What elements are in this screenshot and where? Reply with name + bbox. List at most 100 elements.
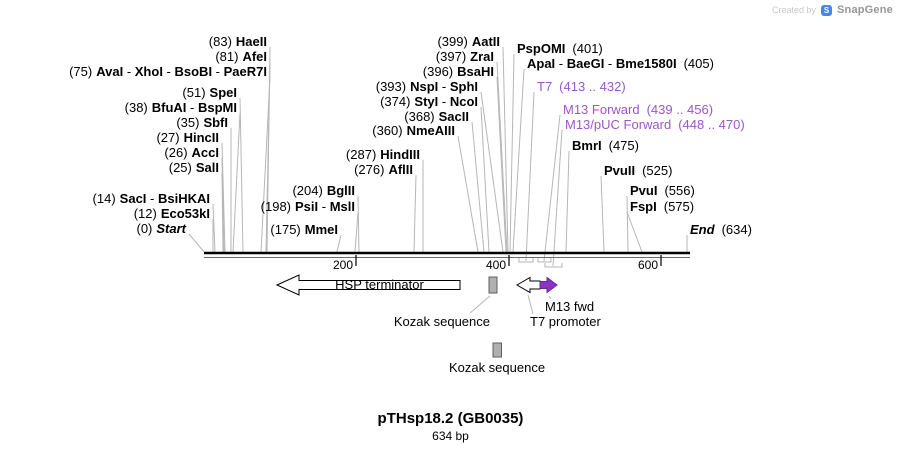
primer-name: M13/pUC Forward — [565, 117, 672, 132]
enzyme-label-aatii: (399)AatII — [437, 35, 500, 49]
t7-promoter-label: T7 promoter — [530, 314, 601, 329]
enzyme-position: (175) — [270, 222, 301, 237]
connector-lines — [188, 46, 688, 315]
enzyme-position: (287) — [345, 147, 377, 162]
plasmid-title: pTHsp18.2 (GB0035) — [377, 410, 524, 427]
enzyme-names: StyI - NcoI — [414, 94, 478, 109]
enzyme-label-saci-group: (14)SacI - BsiHKAI — [93, 192, 210, 206]
enzyme-label-afei: (81)AfeI — [215, 50, 267, 64]
ruler-ticks — [355, 255, 662, 266]
kozak-sequence-label-2: Kozak sequence — [448, 360, 546, 375]
enzyme-position: (35) — [176, 115, 200, 130]
enzyme-position: (360) — [372, 123, 403, 138]
enzyme-label-bsahi: (396)BsaHI — [423, 65, 494, 79]
enzyme-label-styi-group: (374)StyI - NcoI — [380, 95, 478, 109]
enzyme-position: (556) — [664, 183, 695, 198]
enzyme-label-nmeaiii: (360)NmeAIII — [372, 124, 455, 138]
enzyme-names: AccI — [191, 145, 219, 160]
enzyme-label-aflii: (276)AflII — [354, 163, 413, 177]
hsp-terminator-arrow — [275, 274, 461, 296]
ruler-number-400: 400 — [485, 258, 506, 272]
enzyme-names: NmeAIII — [406, 123, 455, 138]
snapgene-logo-icon: S — [820, 4, 832, 16]
enzyme-label-mmei: (175)MmeI — [270, 223, 338, 237]
enzyme-position: (374) — [380, 94, 411, 109]
snapgene-watermark: Created by S SnapGene — [772, 4, 893, 16]
watermark-brand-text: SnapGene — [836, 4, 893, 16]
enzyme-names: AvaI - XhoI - BsoBI - PaeR7I — [96, 64, 267, 79]
enzyme-label-nspi-group: (393)NspI - SphI — [376, 80, 478, 94]
enzyme-names: AatII — [471, 34, 500, 49]
enzyme-label-sbfi: (35)SbfI — [176, 116, 228, 130]
enzyme-names: HaeII — [235, 34, 267, 49]
primer-label-m13-puc-forward: M13/pUC Forward (448 .. 470) — [565, 118, 745, 132]
enzyme-position: (401) — [572, 41, 603, 56]
enzyme-names: PvuII — [604, 163, 636, 178]
enzyme-position: (396) — [422, 64, 454, 79]
enzyme-names: BfuAI - BspMI — [151, 100, 237, 115]
enzyme-label-pvui: PvuI (556) — [630, 184, 695, 198]
enzyme-label-spei: (51)SpeI — [182, 86, 237, 100]
enzyme-position: (14) — [92, 191, 116, 206]
enzyme-position: (276) — [354, 162, 385, 177]
kozak-sequence-box-1 — [488, 276, 498, 294]
ruler-number-200: 200 — [332, 258, 353, 272]
enzyme-position: (51) — [182, 85, 206, 100]
enzyme-names: FspI — [630, 199, 657, 214]
enzyme-names: AfeI — [242, 49, 267, 64]
primer-label-m13-forward: M13 Forward(439 .. 456) — [563, 103, 713, 117]
enzyme-label-haeii: (83)HaeII — [209, 35, 267, 49]
enzyme-names: HindIII — [380, 147, 420, 162]
enzyme-label-hindiii: (287)HindIII — [346, 148, 420, 162]
enzyme-label-bglii: (204)BglII — [292, 184, 355, 198]
enzyme-names: BsaHI — [457, 64, 494, 79]
enzyme-names: PvuI — [630, 183, 658, 198]
enzyme-names: SalI — [195, 160, 219, 175]
enzyme-label-pspomi: PspOMI(401) — [517, 42, 603, 56]
enzyme-label-eco53ki: (12)Eco53kI — [134, 207, 210, 221]
primer-range: (439 .. 456) — [646, 102, 714, 117]
m13-fwd-primer-arrow — [539, 276, 558, 294]
primer-brackets — [518, 258, 563, 268]
enzyme-position: (38) — [124, 100, 148, 115]
enzyme-position: (397) — [435, 49, 467, 64]
enzyme-position: (204) — [292, 183, 323, 198]
kozak-sequence-box-2 — [492, 342, 502, 358]
enzyme-label-fspi: FspI (575) — [630, 200, 694, 214]
start-text: Start — [156, 221, 186, 236]
sequence-line — [204, 251, 690, 259]
enzyme-position: (12) — [133, 206, 157, 221]
enzyme-position: (75) — [69, 64, 93, 79]
start-position: (0) — [136, 221, 153, 236]
kozak-sequence-label-1: Kozak sequence — [393, 314, 490, 329]
enzyme-label-bfuai-group: (38)BfuAI - BspMI — [125, 101, 237, 115]
primer-range: (413 .. 432) — [559, 79, 626, 94]
enzyme-position: (26) — [164, 145, 188, 160]
enzyme-position: (83) — [208, 34, 232, 49]
enzyme-label-bmri: BmrI(475) — [572, 139, 639, 153]
enzyme-names: MmeI — [304, 222, 338, 237]
enzyme-names: HincII — [183, 130, 219, 145]
enzyme-position: (399) — [437, 34, 468, 49]
primer-label-t7: T7 (413 .. 432) — [537, 80, 626, 94]
map-end-label: End(634) — [690, 223, 752, 237]
primer-range: (448 .. 470) — [678, 117, 745, 132]
enzyme-label-apai-group: ApaI - BaeGI - Bme1580I(405) — [527, 57, 714, 71]
enzyme-names: ZraI — [470, 49, 494, 64]
enzyme-position: (198) — [260, 199, 292, 214]
enzyme-names: ApaI - BaeGI - Bme1580I — [527, 56, 677, 71]
enzyme-names: SacI - BsiHKAI — [119, 191, 210, 206]
enzyme-position: (475) — [608, 138, 639, 153]
enzyme-position: (25) — [168, 160, 192, 175]
ruler-number-600: 600 — [637, 258, 658, 272]
enzyme-label-hincii: (27)HincII — [156, 131, 219, 145]
enzyme-label-zrai: (397)ZraI — [436, 50, 494, 64]
map-start-label: (0)Start — [136, 222, 186, 236]
primer-name: T7 — [537, 79, 553, 94]
enzyme-position: (368) — [404, 109, 435, 124]
m13-fwd-label: M13 fwd — [545, 299, 595, 314]
end-position: (634) — [721, 222, 752, 237]
enzyme-position: (575) — [663, 199, 695, 214]
